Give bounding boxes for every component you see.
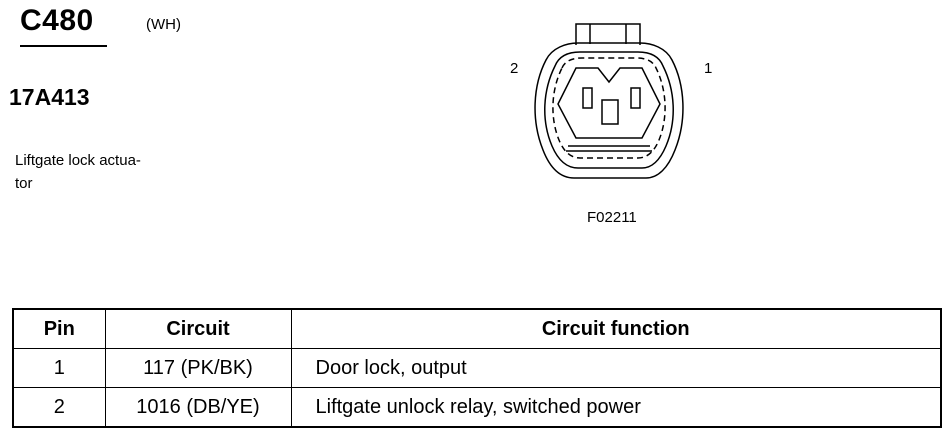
terminal-cavity <box>557 67 661 139</box>
connector-latch-tab <box>575 23 641 45</box>
table-row: 2 1016 (DB/YE) Liftgate unlock relay, sw… <box>12 387 942 428</box>
function-cell: Liftgate unlock relay, switched power <box>290 387 942 428</box>
component-description-text: Liftgate lock actua- tor <box>15 152 141 192</box>
component-description: Liftgate lock actua- tor <box>15 149 175 195</box>
circuit-cell: 1016 (DB/YE) <box>104 387 292 428</box>
pin-cell: 1 <box>12 348 106 388</box>
connector-color: (WH) <box>146 16 181 33</box>
connector-face-diagram <box>534 23 684 179</box>
column-header-pin: Pin <box>12 308 106 349</box>
table-row: 1 117 (PK/BK) Door lock, output <box>12 348 942 388</box>
pin-label-1: 1 <box>704 60 713 77</box>
pin-cell: 2 <box>12 387 106 428</box>
part-number: 17A413 <box>9 84 90 110</box>
pin-1-terminal <box>630 87 641 109</box>
connector-id-underline <box>20 45 107 47</box>
pin-table: Pin Circuit Circuit function 1 117 (PK/B… <box>12 308 942 428</box>
table-header-row: Pin Circuit Circuit function <box>12 308 942 349</box>
connector-id: C480 <box>20 4 94 37</box>
pin-label-2: 2 <box>510 60 519 77</box>
connector-seal-outline <box>552 57 666 159</box>
function-cell: Door lock, output <box>290 348 942 388</box>
connector-outer-shell <box>534 42 684 179</box>
column-header-circuit: Circuit <box>104 308 292 349</box>
connector-inner-shell <box>544 51 674 169</box>
figure-code: F02211 <box>587 209 637 226</box>
pin-2-terminal <box>582 87 593 109</box>
column-header-function: Circuit function <box>290 308 942 349</box>
circuit-cell: 117 (PK/BK) <box>104 348 292 388</box>
center-terminal <box>601 99 619 125</box>
